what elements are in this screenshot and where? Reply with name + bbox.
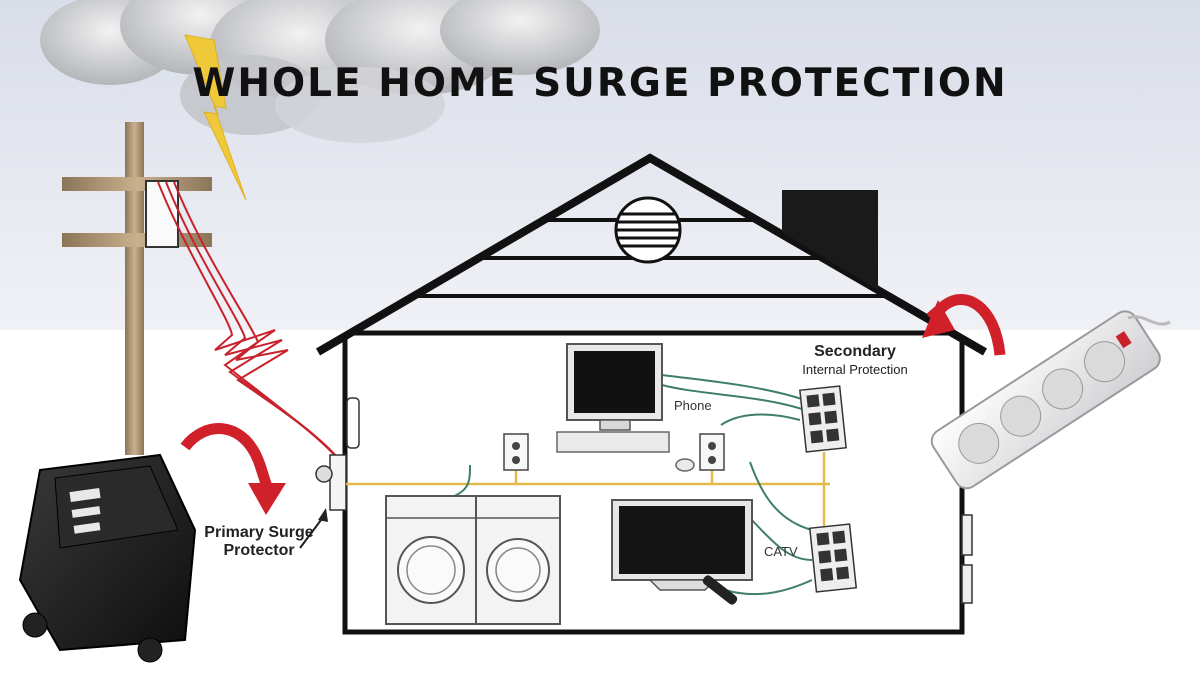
primary-surge-protector-label: Primary Surge Protector	[204, 524, 314, 559]
wall-box	[961, 564, 973, 604]
lightning-icon	[184, 34, 247, 201]
service-panel	[315, 397, 360, 511]
remote-icon	[702, 575, 738, 605]
catv-label: CATV	[764, 544, 798, 559]
washer-icon	[385, 495, 477, 625]
pointer-arrow-icon	[299, 508, 328, 549]
keyboard-icon	[556, 431, 670, 453]
surge-protector-block-icon	[808, 523, 858, 593]
surge-protector-block-icon	[799, 385, 847, 453]
mouse-icon	[675, 458, 695, 472]
signal-cables	[451, 374, 813, 596]
tv-icon	[611, 499, 753, 591]
service-wires	[157, 181, 341, 463]
phone-label: Phone	[674, 398, 712, 413]
chimney-icon	[782, 190, 878, 290]
primary-surge-protector-device-icon	[18, 453, 197, 663]
computer-monitor-icon	[566, 343, 663, 431]
utility-pole-icon	[62, 122, 212, 455]
wall-outlet-icon	[699, 433, 725, 471]
internal-wiring	[346, 452, 830, 528]
attic-vent-icon	[614, 196, 682, 264]
secondary-subtitle: Internal Protection	[802, 361, 908, 377]
cloud-icon	[40, 0, 600, 143]
curved-arrow-icon	[180, 423, 286, 515]
curved-arrow-icon	[922, 294, 1006, 356]
diagram-title: WHOLE HOME SURGE PROTECTION	[192, 61, 1008, 106]
dryer-icon	[475, 495, 561, 625]
power-strip-cord	[1127, 315, 1171, 326]
secondary-title: Secondary	[814, 343, 896, 360]
wall-outlet-icon	[503, 433, 529, 471]
power-strip-icon	[930, 310, 1161, 490]
wall-box	[961, 514, 973, 556]
secondary-protection-label: Secondary Internal Protection	[770, 343, 940, 377]
